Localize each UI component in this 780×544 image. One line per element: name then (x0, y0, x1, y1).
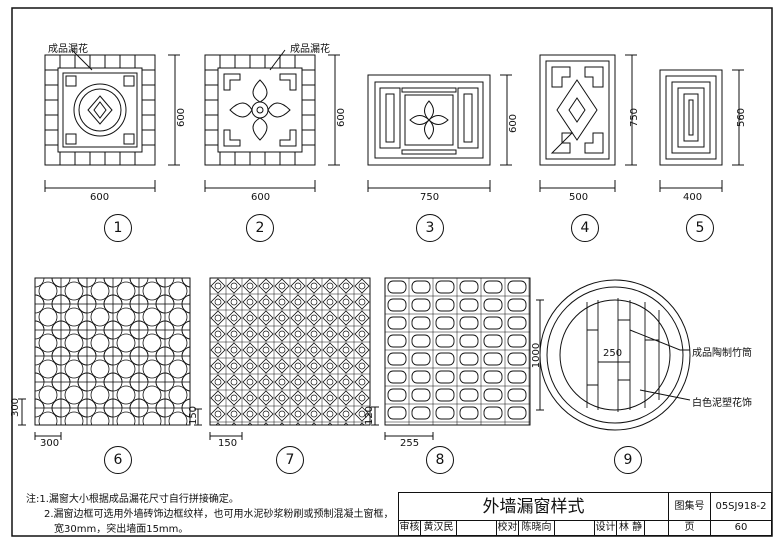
figure-number-8: 8 (426, 446, 454, 474)
review-label: 审核 (399, 521, 421, 535)
dim-height-5: 560 (736, 107, 748, 128)
figure-number-1: 1 (104, 214, 132, 242)
window-style-3 (367, 74, 512, 192)
page-number: 60 (734, 522, 748, 533)
designer-signature (645, 521, 669, 535)
dim-module-h-6: 300 (10, 397, 22, 418)
notes: 注:1.漏窗大小根据成品漏花尺寸自行拼接确定。 2.漏窗边框可选用外墙砖饰边框纹… (26, 492, 394, 537)
dim-height-1: 600 (176, 107, 188, 128)
figure-number-7: 7 (276, 446, 304, 474)
atlas-number: 05SJ918-2 (711, 493, 771, 521)
dim-module-w-6: 300 (40, 438, 60, 449)
design-label: 设计 (595, 521, 617, 535)
checker-signature (555, 521, 595, 535)
figure-number-4: 4 (571, 214, 599, 242)
label-finished-lattice-2: 成品漏花 (290, 44, 330, 55)
dim-height-3: 600 (508, 113, 520, 134)
dim-diameter-9: 1000 (531, 342, 543, 369)
window-style-4 (539, 54, 637, 192)
window-style-5 (659, 69, 744, 192)
figure-number-2: 2 (246, 214, 274, 242)
window-style-1 (44, 49, 180, 192)
label-plaster-ornament: 白色泥塑花饰 (692, 398, 752, 409)
label-finished-lattice-1: 成品漏花 (48, 44, 88, 55)
dim-module-h-7: 150 (188, 405, 200, 426)
check-label: 校对 (497, 521, 519, 535)
dim-module-h-8: 120 (364, 405, 376, 426)
window-style-2 (204, 49, 340, 192)
window-style-7 (194, 277, 371, 440)
reviewer-name: 黄汉民 (421, 521, 457, 535)
dim-width-3: 750 (420, 192, 440, 203)
note-1: 注:1.漏窗大小根据成品漏花尺寸自行拼接确定。 (26, 494, 239, 505)
title-block: 外墙漏窗样式 图集号 05SJ918-2 审核 黄汉民 校对 陈晓向 设计 林 … (398, 492, 772, 536)
designer-name: 林 静 (617, 521, 645, 535)
dim-spacing-9: 250 (603, 348, 623, 359)
note-2: 2.漏窗边框可选用外墙砖饰边框纹样，也可用水泥砂浆粉刷或预制混凝土窗框， (44, 509, 394, 520)
window-style-6 (18, 277, 191, 440)
dim-width-5: 400 (683, 192, 703, 203)
dim-width-1: 600 (90, 192, 110, 203)
window-style-8 (371, 277, 531, 440)
dim-module-w-7: 150 (218, 438, 238, 449)
window-style-9 (536, 279, 691, 431)
label-bamboo-tube: 成品陶制竹筒 (692, 348, 752, 359)
dim-module-w-8: 255 (400, 438, 420, 449)
figure-number-6: 6 (104, 446, 132, 474)
figure-number-3: 3 (416, 214, 444, 242)
page-label: 页 (669, 521, 711, 535)
dim-width-2: 600 (251, 192, 271, 203)
reviewer-signature (457, 521, 497, 535)
dim-width-4: 500 (569, 192, 589, 203)
drawing-title: 外墙漏窗样式 (399, 493, 669, 521)
atlas-label: 图集号 (669, 493, 711, 521)
figure-number-9: 9 (614, 446, 642, 474)
note-2-cont: 宽30mm，突出墙面15mm。 (54, 524, 189, 535)
figure-number-5: 5 (686, 214, 714, 242)
dim-height-2: 600 (336, 107, 348, 128)
checker-name: 陈晓向 (519, 521, 555, 535)
dim-height-4: 750 (629, 107, 641, 128)
